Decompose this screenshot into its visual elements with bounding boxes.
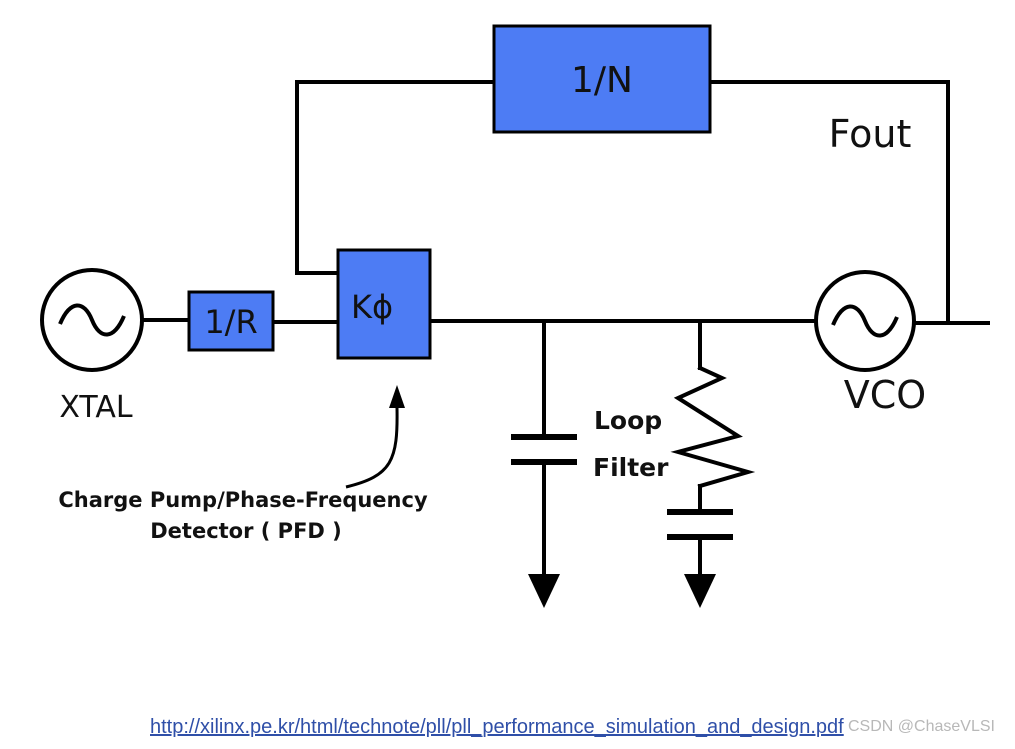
divider-n-block: 1/N [492, 24, 712, 134]
pfd-label: Kϕ [351, 288, 393, 326]
xtal-oscillator [40, 268, 144, 372]
vco-oscillator [814, 270, 916, 372]
fout-label: Fout [829, 112, 912, 156]
loop-filter-label-line2: Filter [593, 453, 669, 482]
pfd-pointer-arrow [345, 385, 405, 489]
ground-arrow-icon [528, 574, 560, 608]
divider-n-label: 1/N [571, 60, 633, 101]
arrow-head-icon [389, 385, 405, 408]
loop-filter-rc-branch [667, 319, 756, 608]
xtal-label: XTAL [59, 390, 133, 425]
watermark: CSDN @ChaseVLSI [848, 718, 995, 735]
loop-filter-label-line1: Loop [594, 406, 662, 435]
loop-filter-capacitor-branch [511, 319, 577, 608]
sine-wave-icon [58, 303, 126, 337]
pfd-caption-line1: Charge Pump/Phase-Frequency [58, 488, 428, 512]
source-link[interactable]: http://xilinx.pe.kr/html/technote/pll/pl… [150, 716, 844, 738]
signal-path-wires [140, 318, 990, 325]
resistor-zigzag [670, 365, 756, 489]
ground-arrow-icon [684, 574, 716, 608]
feedback-wires [295, 80, 950, 325]
divider-r-label: 1/R [204, 303, 257, 341]
pfd-block: Kϕ [336, 248, 432, 360]
pfd-caption-line2: Detector ( PFD ) [150, 519, 342, 543]
sine-wave-icon [831, 304, 899, 338]
vco-label: VCO [844, 373, 926, 417]
divider-r-block: 1/R [187, 290, 275, 352]
